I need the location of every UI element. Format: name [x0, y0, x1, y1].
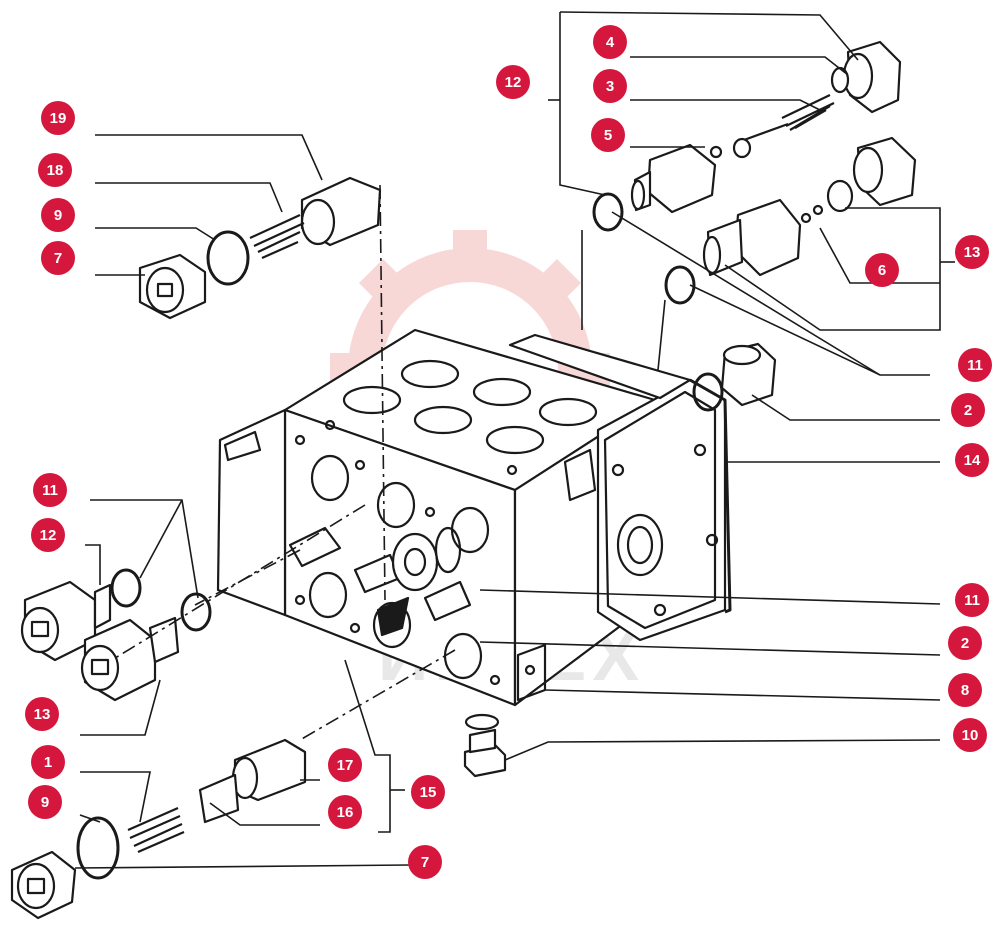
svg-text:18: 18: [47, 162, 64, 179]
callout-11-left: 11: [33, 473, 67, 507]
svg-text:10: 10: [962, 727, 979, 744]
callout-17: 17: [328, 748, 362, 782]
svg-text:2: 2: [961, 635, 969, 652]
svg-text:4: 4: [606, 34, 615, 51]
callout-1: 1: [31, 745, 65, 779]
svg-text:11: 11: [967, 357, 983, 374]
callout-9-top: 9: [41, 198, 75, 232]
svg-text:14: 14: [964, 452, 981, 469]
svg-text:16: 16: [337, 804, 354, 821]
callout-13-right: 13: [955, 235, 989, 269]
svg-text:2: 2: [964, 402, 972, 419]
valve-block-body: [216, 328, 732, 707]
svg-text:13: 13: [964, 244, 981, 261]
svg-text:19: 19: [50, 110, 67, 127]
callout-16: 16: [328, 795, 362, 829]
callout-2-right-top: 2: [951, 393, 985, 427]
callout-4: 4: [593, 25, 627, 59]
callout-19: 19: [41, 101, 75, 135]
callout-12-left: 12: [31, 518, 65, 552]
callout-13-left: 13: [25, 697, 59, 731]
svg-text:5: 5: [604, 127, 612, 144]
callout-9-bottom: 9: [28, 785, 62, 819]
svg-text:8: 8: [961, 682, 969, 699]
callout-5: 5: [591, 118, 625, 152]
callout-6: 6: [865, 253, 899, 287]
callout-7-bottom: 7: [408, 845, 442, 879]
callout-11-right-mid: 11: [955, 583, 989, 617]
valve-assembly-bottom-left: [10, 738, 307, 920]
callout-3: 3: [593, 69, 627, 103]
callout-18: 18: [38, 153, 72, 187]
callout-11-right-top: 11: [958, 348, 992, 382]
svg-text:1: 1: [44, 754, 52, 771]
svg-text:13: 13: [34, 706, 51, 723]
svg-text:7: 7: [421, 854, 429, 871]
svg-text:11: 11: [964, 592, 980, 609]
callout-8: 8: [948, 673, 982, 707]
svg-text:3: 3: [606, 78, 614, 95]
callout-labels: 19 18 9 7 12 4 3 5 13 6 11 2 14 11 12 13…: [25, 25, 992, 879]
callout-7-top: 7: [41, 241, 75, 275]
svg-text:7: 7: [54, 250, 62, 267]
svg-text:12: 12: [505, 74, 522, 91]
callout-2-right-mid: 2: [948, 626, 982, 660]
callout-10: 10: [953, 718, 987, 752]
svg-text:12: 12: [40, 527, 57, 544]
svg-text:9: 9: [41, 794, 49, 811]
svg-text:15: 15: [420, 784, 437, 801]
svg-text:17: 17: [337, 757, 354, 774]
valve-assembly-top-left: [138, 176, 382, 320]
svg-text:6: 6: [878, 262, 886, 279]
leader-lines: [74, 11, 955, 869]
svg-text:9: 9: [54, 207, 62, 224]
callout-12-top: 12: [496, 65, 530, 99]
plugs-assembly-left: [20, 568, 212, 702]
svg-text:11: 11: [42, 482, 58, 499]
relief-valve-assembly-top: [463, 40, 917, 778]
callout-15: 15: [411, 775, 445, 809]
callout-14: 14: [955, 443, 989, 477]
